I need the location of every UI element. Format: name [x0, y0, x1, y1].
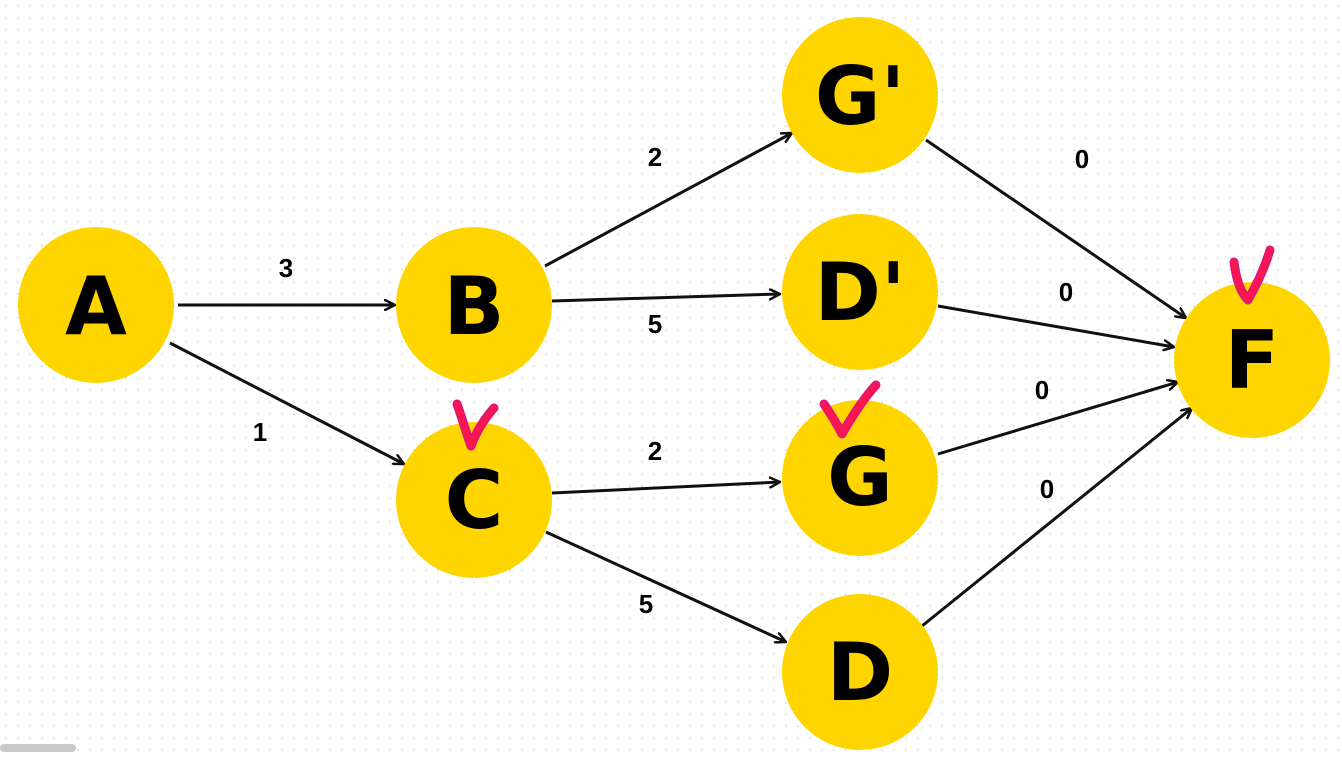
node-circle	[782, 594, 938, 750]
node-label: F	[1225, 314, 1280, 407]
node-gp: G'	[782, 17, 938, 173]
edges-layer: 3 1 2 5 2 5 0 0 0 0	[169, 131, 1192, 642]
nodes-layer: A B C G' D' G D F	[18, 17, 1330, 750]
checkmark-stroke-f	[1231, 247, 1273, 303]
node-label: B	[444, 260, 505, 353]
edge-weight-b-gp: 2	[648, 142, 662, 172]
node-label: D'	[815, 246, 906, 339]
node-circle	[396, 227, 552, 383]
edge-dp-to-f	[937, 304, 1174, 347]
edge-c-to-g	[551, 482, 780, 495]
node-circle	[1174, 282, 1330, 438]
horizontal-scrollbar[interactable]	[0, 744, 76, 752]
edge-weight-dp-f: 0	[1059, 277, 1073, 307]
node-b: B	[396, 227, 552, 383]
edge-g-to-f	[937, 382, 1178, 456]
node-circle	[782, 400, 938, 556]
edge-weight-b-dp: 5	[648, 309, 662, 339]
node-a: A	[18, 227, 174, 383]
edge-weight-a-c: 1	[253, 417, 267, 447]
node-g: G	[782, 400, 938, 556]
edge-a-to-c	[169, 341, 404, 466]
node-circle	[396, 422, 552, 578]
edge-weight-g-f: 0	[1035, 375, 1049, 405]
node-circle	[782, 214, 938, 370]
node-label: G'	[815, 50, 905, 143]
edge-c-to-d	[545, 530, 786, 642]
node-circle	[18, 227, 174, 383]
node-f: F	[1174, 282, 1330, 438]
edge-b-to-dp	[551, 294, 780, 303]
node-c: C	[396, 422, 552, 578]
edge-weight-d-f: 0	[1040, 474, 1054, 504]
checkmarks-layer	[452, 245, 1275, 451]
node-circle	[782, 17, 938, 173]
edge-d-to-f	[921, 408, 1192, 628]
node-dp: D'	[782, 214, 938, 370]
node-d: D	[782, 594, 938, 750]
edge-weight-gp-f: 0	[1075, 144, 1089, 174]
edge-weight-c-d: 5	[639, 589, 653, 619]
checkmark-stroke-c	[454, 401, 497, 449]
node-label: C	[445, 454, 504, 547]
edge-gp-to-f	[925, 138, 1186, 318]
node-label: D	[827, 626, 893, 719]
edge-b-to-gp	[544, 131, 792, 268]
node-label: A	[65, 260, 127, 353]
node-label: G	[827, 431, 893, 524]
edge-weight-a-b: 3	[279, 253, 293, 283]
edge-weight-c-g: 2	[648, 436, 662, 466]
checkmark-stroke-g	[821, 382, 879, 437]
